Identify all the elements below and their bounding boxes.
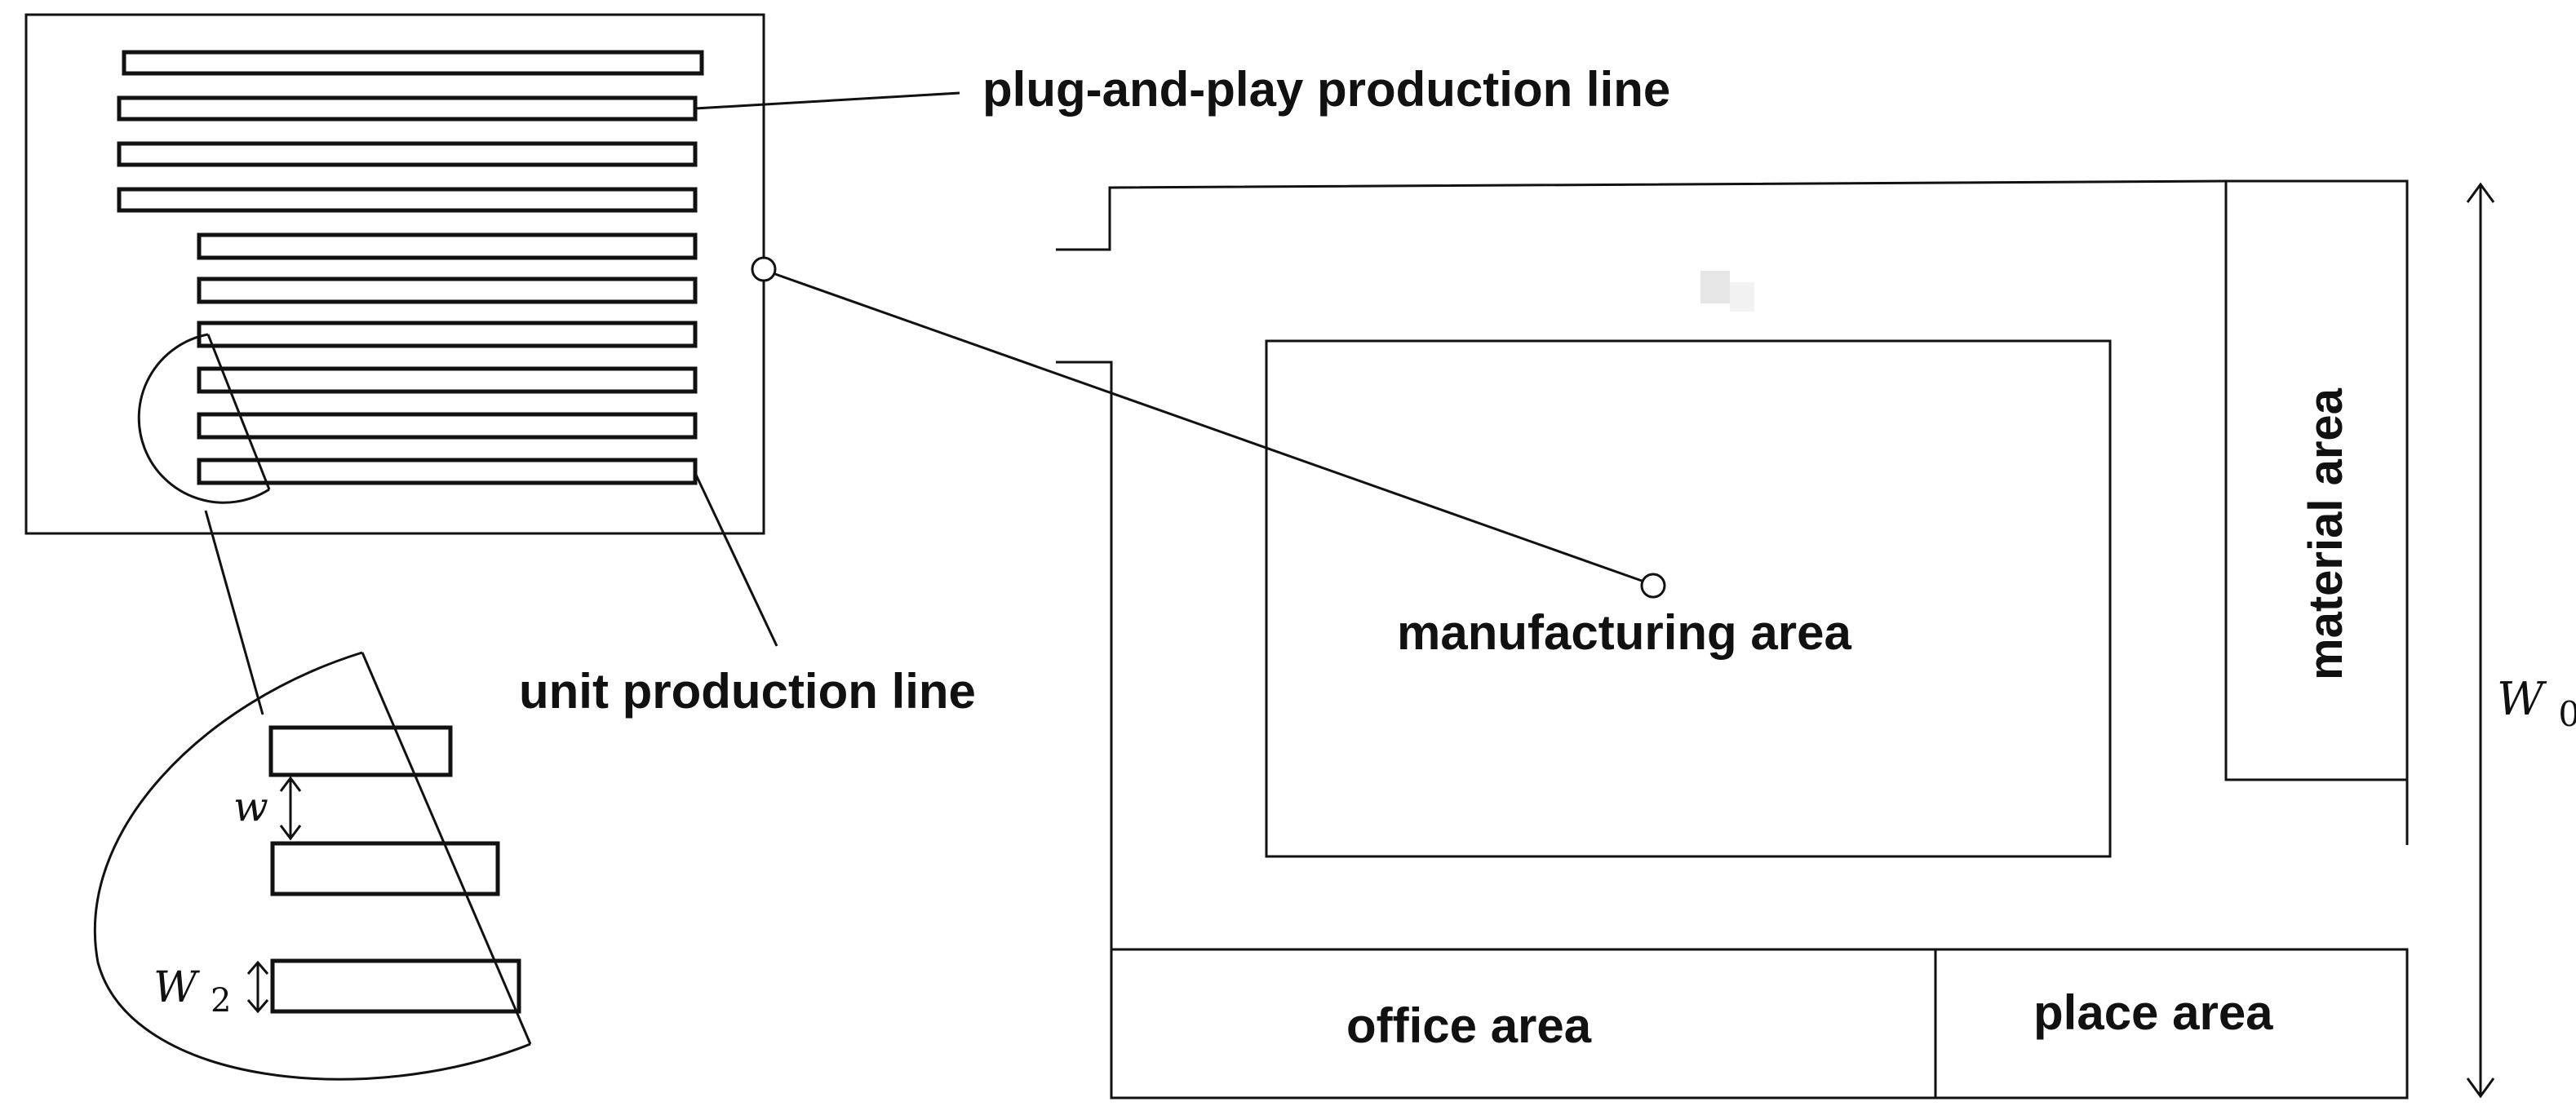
unit-production-line-bar — [197, 321, 698, 348]
factory-top-wall — [1056, 179, 2227, 251]
connector-node-right — [1640, 573, 1666, 599]
plug-and-play-label: plug-and-play production line — [982, 62, 1670, 117]
unit-production-line-label: unit production line — [519, 664, 976, 719]
w0-label: W 0 — [2497, 673, 2576, 734]
zoomed-line-bar — [268, 725, 453, 777]
w-label: w — [233, 783, 268, 830]
material-area-label: material area — [2299, 387, 2352, 680]
zoomed-line-bar — [270, 841, 500, 896]
zoom-magnifier: w W 2 — [93, 510, 532, 1081]
production-line-frame — [24, 13, 765, 535]
production-line-panel — [24, 13, 777, 535]
w0-label-subscript: 0 — [2558, 694, 2576, 734]
plug-and-play-leader — [694, 91, 960, 110]
w2-label-base: W — [153, 963, 200, 1012]
place-area-label: place area — [2033, 985, 2273, 1040]
smudge-mark — [1730, 282, 1754, 312]
panel-to-manufacturing-connector — [774, 272, 1643, 582]
plug-and-play-line-bar — [117, 141, 698, 167]
w2-label-subscript: 2 — [211, 982, 231, 1020]
w2-dimension-arrow — [246, 960, 269, 1014]
w0-label-base: W — [2497, 673, 2547, 726]
zoom-bubble-cut-line — [361, 652, 532, 1045]
smudge-mark — [1700, 271, 1730, 303]
unit-production-line-bar — [197, 458, 698, 485]
manufacturing-area-label: manufacturing area — [1397, 605, 1851, 660]
plug-and-play-line-bar — [117, 187, 698, 213]
office-area-label: office area — [1346, 998, 1592, 1053]
place-area-box — [1934, 948, 2409, 1100]
zoom-connector-line — [204, 510, 264, 715]
unit-production-lines — [197, 232, 698, 485]
plug-and-play-line-bar — [122, 50, 704, 76]
zoom-source-cut-line — [206, 334, 271, 490]
zoom-source-circle — [137, 333, 270, 504]
plug-and-play-lines — [117, 50, 704, 213]
zoomed-line-bar — [270, 958, 521, 1014]
factory-floor-plan: material area manufacturing area office … — [1056, 179, 2576, 1100]
connector-node-left — [751, 256, 777, 282]
unit-production-line-bar — [197, 277, 698, 304]
plug-and-play-line-bar — [117, 95, 698, 122]
manufacturing-area-box — [1265, 339, 2112, 858]
unit-production-line-bar — [197, 366, 698, 394]
unit-production-line-bar — [197, 232, 698, 260]
unit-line-leader — [694, 472, 778, 647]
material-area-box — [2224, 179, 2409, 781]
zoom-bubble-outline — [93, 651, 531, 1081]
w2-label: W 2 — [153, 963, 231, 1020]
unit-production-line-bar — [197, 412, 698, 440]
w0-dimension-arrow — [2466, 182, 2495, 1099]
w-dimension-arrow — [279, 776, 302, 841]
